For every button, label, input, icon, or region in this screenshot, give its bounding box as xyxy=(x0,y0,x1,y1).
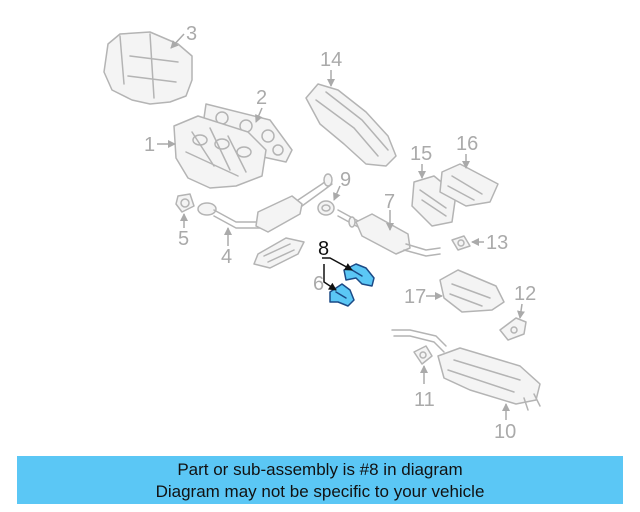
banner-line-2: Diagram may not be specific to your vehi… xyxy=(155,482,485,501)
callout-label-14: 14 xyxy=(320,49,342,71)
callout-14: 14 xyxy=(320,49,342,87)
part-13-hanger xyxy=(451,235,471,251)
part-3-engine-cover xyxy=(103,31,193,105)
callout-label-12: 12 xyxy=(514,283,536,305)
callout-label-2: 2 xyxy=(256,87,267,109)
callout-5: 5 xyxy=(178,213,189,250)
exhaust-parts-diagram: 3 2 1 5 xyxy=(103,23,541,443)
callout-label-17: 17 xyxy=(404,286,426,308)
callout-3: 3 xyxy=(170,23,197,49)
callout-label-5: 5 xyxy=(178,228,189,250)
part-16-heat-shield xyxy=(439,163,499,207)
part-10-rear-muffler xyxy=(391,329,541,411)
part-12-hanger-bracket xyxy=(499,317,527,341)
callout-label-15: 15 xyxy=(410,143,432,165)
callout-12: 12 xyxy=(514,283,536,319)
callout-1: 1 xyxy=(144,134,176,156)
callout-2: 2 xyxy=(255,87,267,123)
callout-label-9: 9 xyxy=(340,169,351,191)
part-5-flange-gasket xyxy=(175,193,195,213)
part-9-clamp xyxy=(317,200,335,216)
callout-7: 7 xyxy=(384,191,395,231)
callout-15: 15 xyxy=(410,143,432,179)
part-17-heat-shield xyxy=(439,269,505,313)
callout-13: 13 xyxy=(471,232,508,254)
front-pipe-heat-shield xyxy=(253,237,305,269)
part-8-highlighted[interactable] xyxy=(329,263,375,307)
callout-label-16: 16 xyxy=(456,133,478,155)
part-1-exhaust-manifold xyxy=(173,115,267,189)
callout-6: 6 xyxy=(313,273,324,295)
callout-label-3: 3 xyxy=(186,23,197,45)
banner-line-1: Part or sub-assembly is #8 in diagram xyxy=(177,460,463,479)
part-14-heat-shield xyxy=(305,83,397,167)
callout-label-6: 6 xyxy=(313,273,324,295)
callout-4: 4 xyxy=(221,227,232,268)
part-4-front-pipe xyxy=(197,173,333,233)
callout-label-7: 7 xyxy=(384,191,395,213)
callout-10: 10 xyxy=(494,403,516,443)
callout-label-11: 11 xyxy=(414,389,435,411)
part-7-center-pipe xyxy=(337,209,441,257)
callout-label-1: 1 xyxy=(144,134,155,156)
callout-label-8: 8 xyxy=(318,238,329,260)
callout-9: 9 xyxy=(333,169,351,201)
info-banner: Part or sub-assembly is #8 in diagram Di… xyxy=(17,456,623,504)
callout-8: 8 xyxy=(318,238,353,291)
part-11-rubber-hanger xyxy=(413,345,433,365)
callout-label-13: 13 xyxy=(486,232,508,254)
callout-17: 17 xyxy=(404,286,443,308)
callout-11: 11 xyxy=(414,365,435,411)
callout-label-4: 4 xyxy=(221,246,232,268)
callout-16: 16 xyxy=(456,133,478,169)
callout-label-10: 10 xyxy=(494,421,516,443)
